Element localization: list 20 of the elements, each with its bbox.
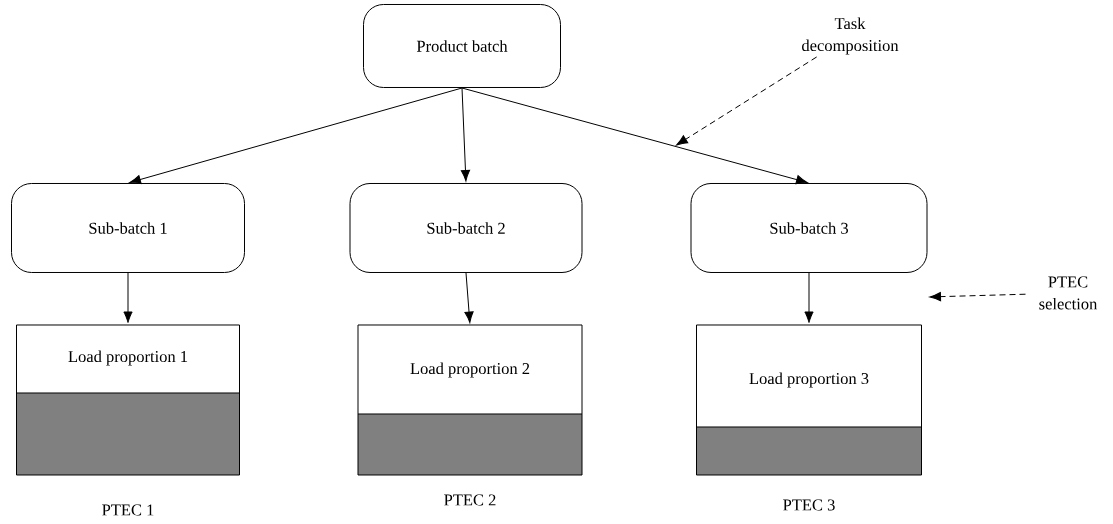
arrow [461, 87, 808, 185]
annotation-text: PTEC selection [1039, 276, 1098, 310]
dashed-arrow [676, 56, 818, 146]
load-bar: Load proportion 1 [16, 324, 240, 476]
arrow [460, 87, 471, 182]
arrow [129, 87, 463, 185]
load-bar: Load proportion 2 [357, 324, 583, 476]
dashed-arrow [929, 292, 1026, 302]
rounded-box: Product batch [363, 4, 561, 88]
arrow [464, 272, 474, 323]
arrow [123, 272, 133, 323]
rounded-box: Sub-batch 3 [690, 183, 928, 273]
arrow [804, 272, 814, 323]
load-bar: Load proportion 3 [696, 324, 922, 476]
beside-label: PTEC 1 [102, 504, 154, 516]
beside-label: PTEC 3 [783, 499, 835, 511]
rounded-box: Sub-batch 1 [11, 183, 245, 273]
rounded-box: Sub-batch 2 [349, 183, 583, 273]
beside-label: PTEC 2 [444, 494, 496, 506]
annotation-text: Task decomposition [802, 17, 899, 55]
